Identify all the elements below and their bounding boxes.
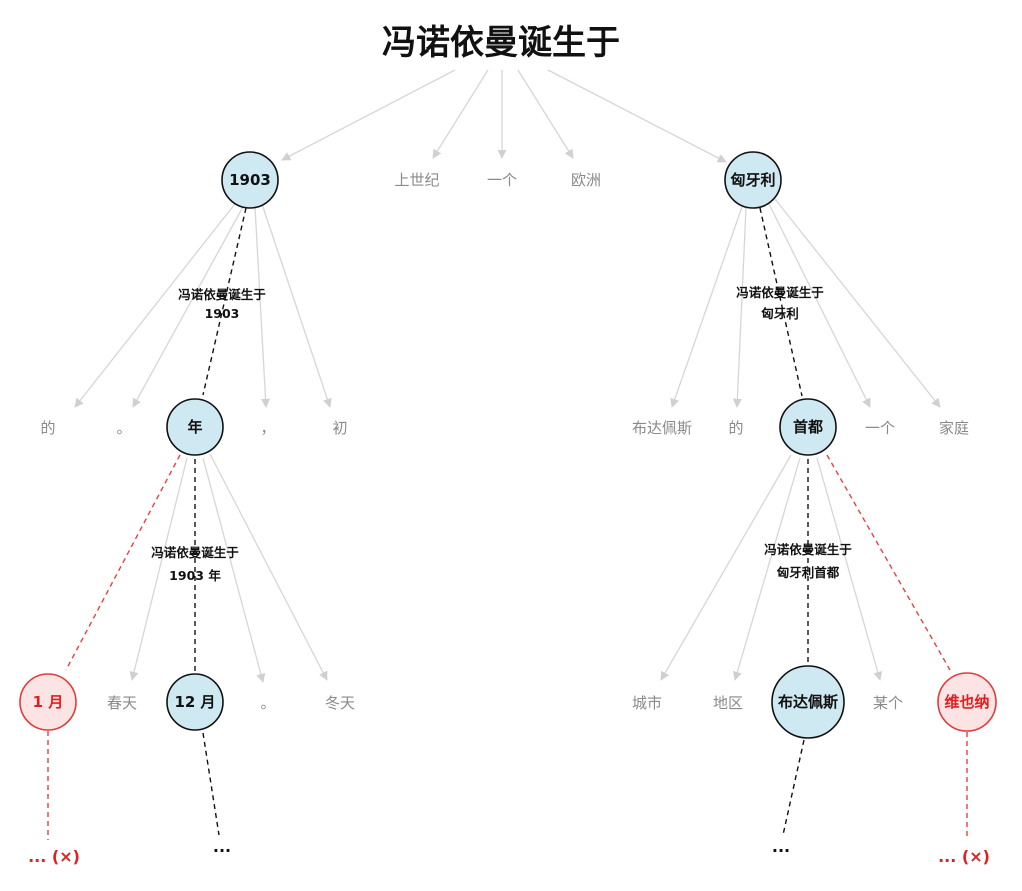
token-de-left: 的: [40, 419, 55, 437]
token-chengshi: 城市: [632, 694, 662, 712]
edge-nian-dongtian: [209, 453, 328, 681]
prefix-xiongyali-line2: 匈牙利: [760, 306, 799, 321]
edge-xiongyali-budapest: [670, 206, 743, 408]
edge-xiongyali-de: [732, 207, 747, 408]
token-yige-top: 一个: [487, 171, 517, 189]
edge-xiongyali-jiating: [774, 198, 941, 408]
node-xiongyali-circle: [724, 151, 782, 209]
token-ouzhou: 欧洲: [571, 171, 601, 189]
edges-nian-level3: [65, 453, 328, 683]
edge-xiongyali-yige: [768, 203, 871, 408]
edge-shoudu-mouge: [816, 457, 883, 681]
edge-1903-de: [74, 199, 239, 408]
edge-1903-period: [132, 204, 245, 408]
node-budapest-label: 布达佩斯: [778, 693, 838, 711]
node-nian-label: 年: [187, 418, 202, 436]
edge-root-shangshiji: [432, 69, 489, 159]
token-diqu: 地区: [713, 694, 743, 712]
prefix-1903-line2: 1903: [205, 306, 240, 321]
prefix-nian-line1: 冯诺依曼诞生于: [151, 545, 239, 560]
token-budapest-mid: 布达佩斯: [632, 419, 692, 437]
node-xiongyali: 匈牙利: [724, 151, 782, 209]
node-shoudu: 首都: [779, 398, 837, 456]
prefix-shoudu-line1: 冯诺依曼诞生于: [764, 542, 852, 557]
token-dongtian: 冬天: [325, 694, 355, 712]
node-xiongyali-label: 匈牙利: [730, 171, 775, 189]
token-comma-left: ，: [260, 419, 275, 437]
node-weiyena: 维也纳: [937, 672, 997, 732]
edge-root-xiongyali: [547, 69, 727, 163]
token-period-bottom: 。: [260, 694, 275, 712]
edges-shoudu-level3: [660, 454, 951, 681]
node-budapest-circle: [771, 665, 845, 739]
node-1903-circle: [221, 151, 279, 209]
node-shoudu-circle: [779, 398, 837, 456]
prefix-label-1903: 冯诺依曼诞生于 1903: [178, 287, 266, 321]
token-period-left: 。: [116, 419, 131, 437]
node-nian-circle: [166, 398, 224, 456]
edge-shoudu-weiyena: [826, 454, 951, 671]
continuation-budapest: ...: [772, 837, 790, 856]
edge-nian-chuntian: [129, 457, 188, 681]
node-1903-label: 1903: [229, 171, 271, 189]
node-weiyena-label: 维也纳: [944, 693, 989, 711]
node-yiyue-label: 1 月: [33, 693, 64, 711]
edge-nian-yiyue: [65, 454, 181, 671]
node-yiyue: 1 月: [19, 673, 77, 731]
node-shieryue-label: 12 月: [174, 693, 215, 711]
prefix-label-xiongyali: 冯诺依曼诞生于 匈牙利: [736, 285, 824, 321]
node-shieryue: 12 月: [166, 673, 224, 731]
continuation-shieryue: ...: [213, 837, 231, 856]
edge-1903-comma: [254, 206, 271, 408]
edges-xiongyali-level2: [670, 198, 941, 408]
prefix-xiongyali-line1: 冯诺依曼诞生于: [736, 285, 824, 300]
edges-root-level1: [281, 69, 727, 163]
token-chuntian: 春天: [107, 694, 137, 712]
prefix-label-shoudu: 冯诺依曼诞生于 匈牙利首都: [764, 542, 852, 580]
prefix-label-nian: 冯诺依曼诞生于 1903 年: [151, 545, 239, 583]
token-de-right: 的: [728, 419, 743, 437]
node-budapest-selected: 布达佩斯: [771, 665, 845, 739]
edge-shoudu-diqu: [732, 457, 801, 681]
token-yige-mid: 一个: [865, 419, 895, 437]
prefix-nian-line2: 1903 年: [169, 568, 221, 583]
token-chu: 初: [332, 419, 347, 437]
token-shangshiji: 上世纪: [394, 171, 439, 189]
edge-root-ouzhou: [517, 69, 574, 159]
prefix-shoudu-line2: 匈牙利首都: [776, 565, 840, 580]
edge-1903-nian: [202, 207, 247, 396]
node-nian: 年: [166, 398, 224, 456]
node-shoudu-label: 首都: [793, 418, 823, 436]
edge-1903-chu: [261, 203, 332, 408]
edges-continuations: [47, 731, 968, 840]
node-weiyena-circle: [937, 672, 997, 732]
edge-shoudu-chengshi: [660, 454, 792, 681]
edge-nian-period: [202, 457, 266, 683]
edge-xiongyali-shoudu: [759, 207, 803, 397]
token-jiating: 家庭: [939, 419, 969, 437]
edge-root-1903: [281, 69, 456, 161]
continuation-weiyena-rejected: ... (×): [938, 847, 990, 866]
node-yiyue-circle: [19, 673, 77, 731]
continuation-yiyue-rejected: ... (×): [28, 847, 80, 866]
edge-budapest-cont: [782, 739, 805, 836]
edge-shieryue-cont: [202, 732, 220, 836]
node-1903: 1903: [221, 151, 279, 209]
root-prompt-title: 冯诺依曼诞生于: [382, 23, 620, 63]
prefix-1903-line1: 冯诺依曼诞生于: [178, 287, 266, 302]
edges-1903-level2: [74, 199, 332, 408]
token-mouge: 某个: [873, 694, 903, 712]
node-shieryue-circle: [166, 673, 224, 731]
